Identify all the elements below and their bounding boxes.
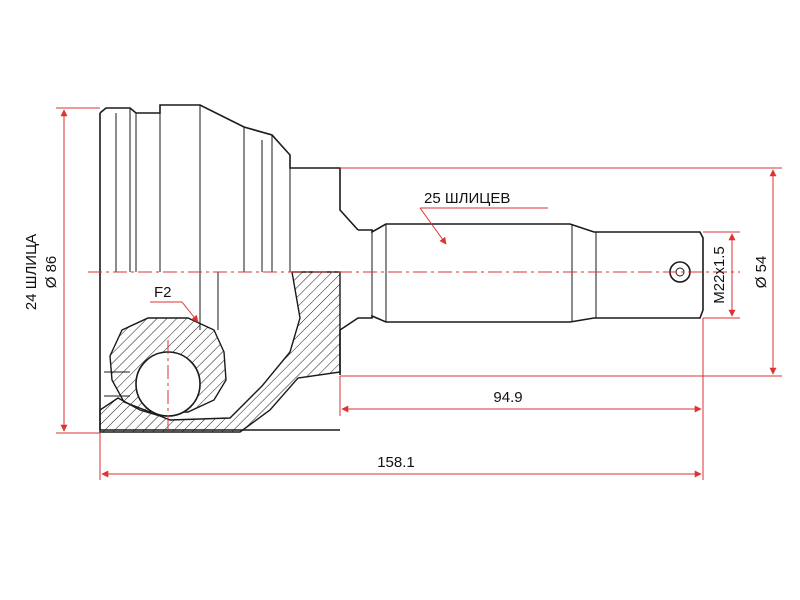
outer-spline-label: 24 ШЛИЦА	[23, 234, 40, 310]
thread-label: M22x1.5	[711, 246, 728, 304]
f2-label: F2	[154, 284, 172, 301]
dim-shaft-length	[339, 318, 704, 480]
dim-outer-diameter	[56, 107, 100, 434]
shaft-length-label: 94.9	[493, 389, 522, 406]
dim-thread	[703, 231, 740, 319]
total-length-label: 158.1	[377, 454, 415, 471]
shaft-diameter-label: Ø 54	[753, 256, 770, 289]
dim-f2	[150, 301, 199, 323]
dim-shaft-diameter	[340, 167, 782, 377]
joint-housing	[99, 104, 359, 430]
joint-section	[99, 271, 341, 433]
outer-diameter-label: Ø 86	[43, 256, 60, 289]
dim-total-length	[99, 433, 702, 480]
shaft	[339, 223, 704, 375]
dim-inner-spline	[419, 207, 548, 245]
inner-spline-label: 25 ШЛИЦЕВ	[424, 190, 510, 207]
